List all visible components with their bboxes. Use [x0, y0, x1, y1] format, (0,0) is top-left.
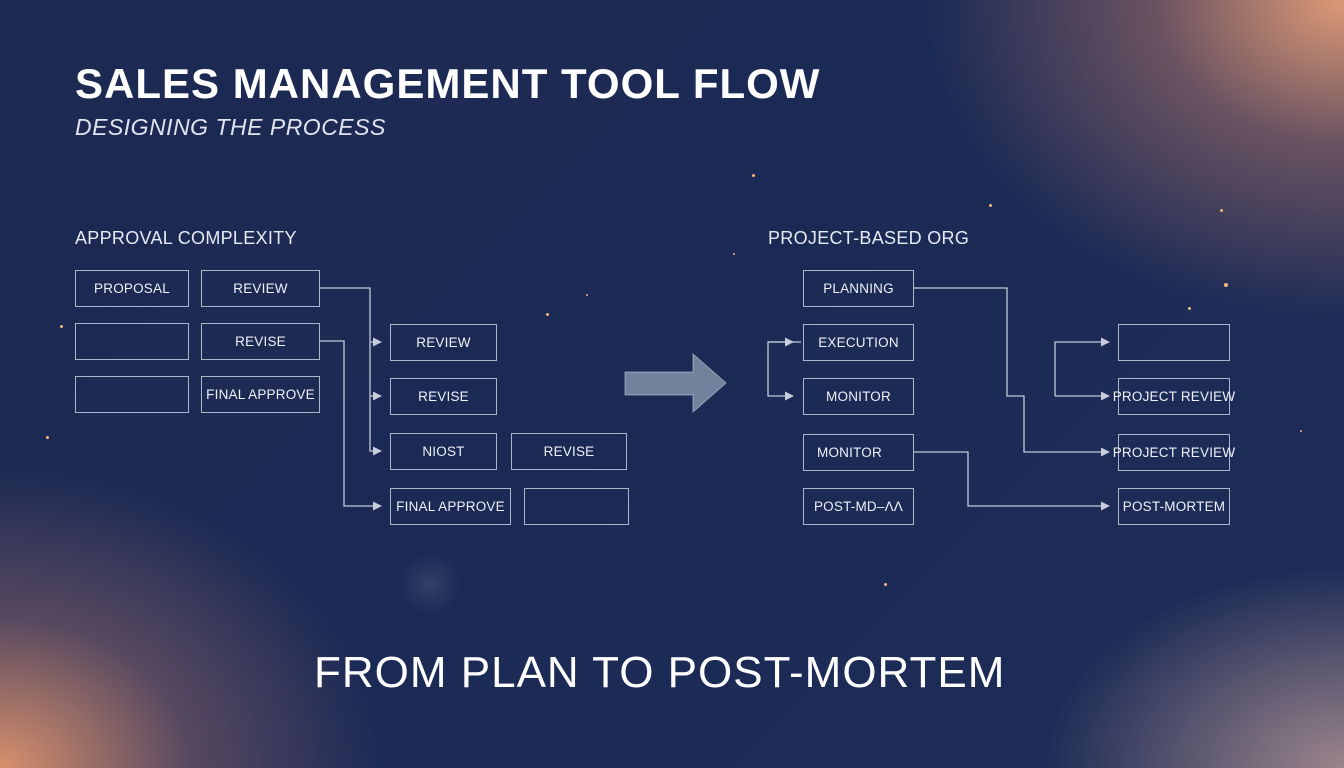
tagline: FROM PLAN TO POST-MORTEM [314, 648, 1006, 697]
sparkle-dot [1220, 209, 1223, 212]
sparkle-dot [546, 313, 549, 316]
box-review: REVIEW [201, 270, 320, 307]
sparkle-dot [46, 436, 49, 439]
box-empty [75, 376, 189, 413]
connector-planning-to-review [914, 287, 1110, 457]
box-monitor: MONITOR [803, 434, 914, 471]
box-revise: REVISE [511, 433, 627, 470]
connector-monitor-to-postmortem [914, 451, 1110, 511]
transition-arrow [624, 352, 727, 414]
sparkle-dot [733, 253, 735, 255]
page-title: SALES MANAGEMENT TOOL FLOW [75, 60, 821, 107]
box-empty [524, 488, 629, 525]
connector-blank-to-review [1054, 337, 1110, 396]
box-proposal: PROPOSAL [75, 270, 189, 307]
box-project-review: PROJECT REVIEW [1113, 378, 1235, 415]
box-empty [1118, 324, 1230, 361]
box-post-md: POST-MD–ΛΛ [803, 488, 914, 525]
sparkle-dot [752, 174, 755, 177]
box-execution: EXECUTION [803, 324, 914, 361]
connector-revise-to-final [320, 340, 382, 511]
box-review: REVIEW [390, 324, 497, 361]
box-project-review: PROJECT REVIEW [1113, 434, 1235, 471]
approval-complexity-label: APPROVAL COMPLEXITY [75, 228, 297, 248]
connector-review-to-niost [369, 396, 382, 456]
sparkle-dot [1188, 307, 1191, 310]
box-planning: PLANNING [803, 270, 914, 307]
sparkle-dot [1224, 283, 1228, 287]
box-revise: REVISE [201, 323, 320, 360]
sparkle-dot [884, 583, 887, 586]
bokeh-glow [398, 552, 462, 616]
sparkle-dot [60, 325, 63, 328]
box-monitor: MONITOR [803, 378, 914, 415]
box-post-mortem: POST-MORTEM [1118, 488, 1230, 525]
sparkle-dot [1300, 430, 1302, 432]
box-niost: NIOST [390, 433, 497, 470]
box-revise: REVISE [390, 378, 497, 415]
sparkle-dot [989, 204, 992, 207]
box-final-approve: FINAL APPROVE [201, 376, 320, 413]
connector-review-to-review [320, 287, 382, 347]
page-subtitle: DESIGNING THE PROCESS [75, 114, 386, 140]
connector-review-to-revise [369, 342, 382, 401]
project-based-org-label: PROJECT-BASED ORG [768, 228, 970, 248]
box-empty [75, 323, 189, 360]
box-final-approve: FINAL APPROVE [390, 488, 511, 525]
sparkle-dot [586, 294, 588, 296]
connector-execution-loop [767, 341, 801, 401]
